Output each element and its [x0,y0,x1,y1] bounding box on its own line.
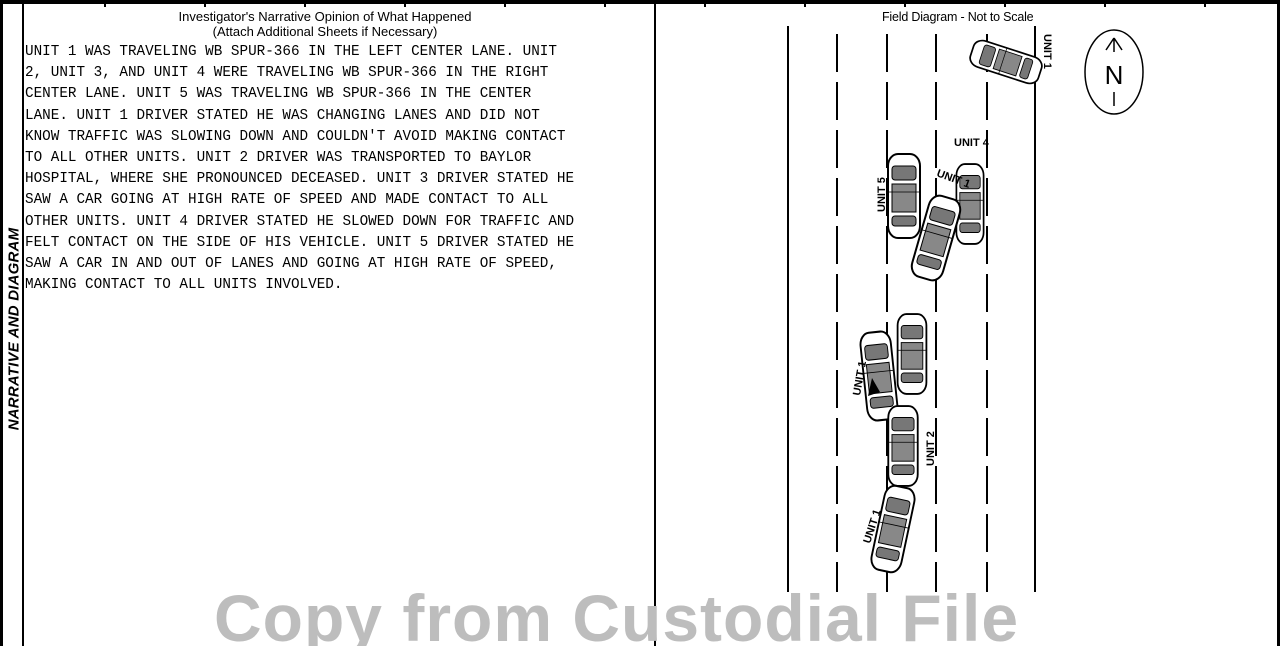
narrative-text: UNIT 1 WAS TRAVELING WB SPUR-366 IN THE … [24,42,654,296]
vehicle-unit1-top [966,37,1046,87]
narrative-heading: Investigator's Narrative Opinion of What… [24,9,654,39]
narrative-heading-line1: Investigator's Narrative Opinion of What… [178,9,472,24]
narrative-line: 2, UNIT 3, AND UNIT 4 WERE TRAVELING WB … [25,65,549,82]
narrative-line: OTHER UNITS. UNIT 4 DRIVER STATED HE SLO… [25,213,575,230]
field-diagram-drawing: N UNIT 1 UNIT 5 UNIT 4 UNIT 1 UNIT 1 UNI… [787,26,1144,592]
vehicle-unit3 [896,313,928,395]
narrative-heading-line2: (Attach Additional Sheets if Necessary) [212,24,438,39]
vehicle-label-unit5: UNIT 5 [876,177,888,212]
vehicle-label-unit1-lower: UNIT 1 [851,360,869,396]
side-label-column: NARRATIVE AND DIAGRAM [3,4,24,646]
narrative-line: FELT CONTACT ON THE SIDE OF HIS VEHICLE.… [25,234,575,251]
narrative-panel: Investigator's Narrative Opinion of What… [24,4,656,646]
narrative-line: CENTER LANE. UNIT 5 WAS TRAVELING WB SPU… [25,86,532,103]
narrative-line: KNOW TRAFFIC WAS SLOWING DOWN AND COULDN… [25,128,566,145]
top-tick-marks [104,0,1206,7]
diagram-title: Field Diagram - Not to Scale [882,10,1034,24]
north-arrow: N [1084,29,1144,115]
vehicle-unit5 [887,153,921,239]
vehicle-label-unit2: UNIT 2 [925,431,937,466]
vehicle-unit2 [887,405,919,487]
narrative-line: LANE. UNIT 1 DRIVER STATED HE WAS CHANGI… [25,107,540,124]
custodial-watermark: Copy from Custodial File [214,581,1020,646]
narrative-line: SAW A CAR IN AND OUT OF LANES AND GOING … [25,256,557,273]
narrative-line: MAKING CONTACT TO ALL UNITS INVOLVED. [25,277,343,294]
narrative-line: SAW A CAR GOING AT HIGH RATE OF SPEED AN… [25,192,549,209]
impact-marker-icon [868,378,880,396]
field-diagram-panel: Field Diagram - Not to Scale [658,4,1277,646]
vehicle-label-unit1-top: UNIT 1 [1041,34,1053,69]
narrative-line: HOSPITAL, WHERE SHE PRONOUNCED DECEASED.… [25,171,575,188]
narrative-line: TO ALL OTHER UNITS. UNIT 2 DRIVER WAS TR… [25,150,532,167]
north-label: N [1105,60,1124,90]
section-side-label: NARRATIVE AND DIAGRAM [5,227,23,431]
narrative-line: UNIT 1 WAS TRAVELING WB SPUR-366 IN THE … [25,44,557,60]
vehicle-label-unit4: UNIT 4 [954,137,990,149]
